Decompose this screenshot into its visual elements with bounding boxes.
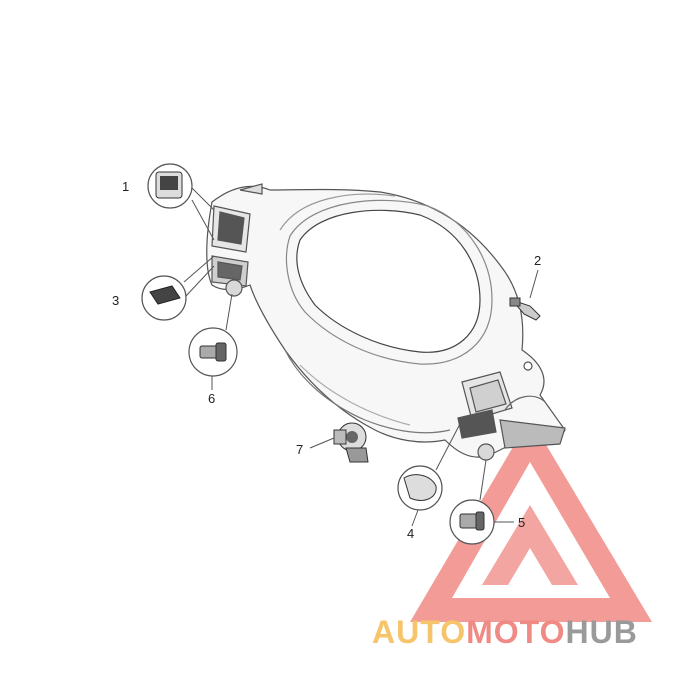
watermark-moto: MOTO xyxy=(466,614,566,650)
callout-3: 3 xyxy=(112,293,120,308)
part-3-switch xyxy=(141,255,215,321)
callout-1: 1 xyxy=(122,179,130,194)
part-1-switch xyxy=(147,163,215,241)
handlebar-cover xyxy=(206,183,566,461)
watermark-hub: HUB xyxy=(565,614,638,650)
part-7-ignition xyxy=(309,422,369,463)
part-6-button xyxy=(188,293,238,390)
part-2-bulb xyxy=(509,269,541,321)
part-4-cover xyxy=(397,419,463,527)
callout-2: 2 xyxy=(534,253,542,268)
callout-4: 4 xyxy=(407,526,415,541)
callout-6: 6 xyxy=(208,391,216,406)
watermark-auto: AUTO xyxy=(372,614,467,650)
callout-7: 7 xyxy=(296,442,304,457)
part-5-button xyxy=(449,459,514,545)
watermark-text: AUTOMOTOHUB xyxy=(372,616,638,648)
callout-5: 5 xyxy=(518,515,526,530)
watermark-logo-icon xyxy=(410,418,652,622)
